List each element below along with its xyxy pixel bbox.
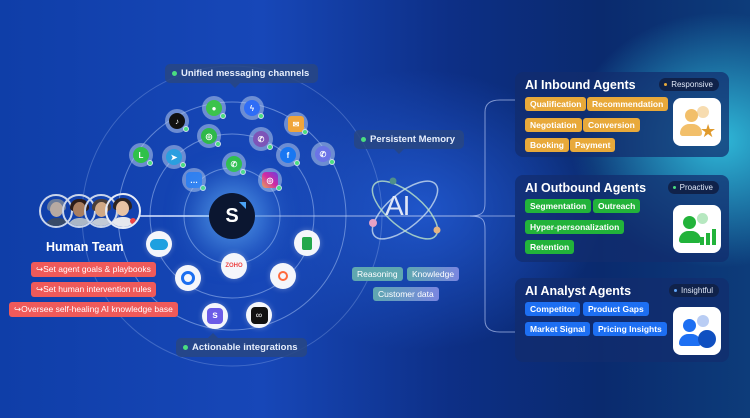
actionable-integrations-text: Actionable integrations: [192, 342, 298, 353]
hub-letter: S: [225, 204, 239, 227]
wechat-icon[interactable]: ◎: [197, 124, 221, 148]
squarespace-icon[interactable]: ∞: [246, 302, 272, 328]
google-sheets-icon[interactable]: [294, 230, 320, 256]
chat-bubble-icon[interactable]: …: [182, 168, 206, 192]
tag: Qualification: [525, 97, 587, 111]
tag: Negotiation: [525, 118, 582, 132]
card-outbound-agents: AI Outbound Agents Proactive Segmentatio…: [515, 175, 729, 262]
line-icon[interactable]: L: [129, 143, 153, 167]
inbound-agents-icon: ★: [673, 98, 721, 146]
viber-icon[interactable]: ✆: [249, 127, 273, 151]
card-analyst-agents: AI Analyst Agents Insightful Competitor …: [515, 278, 729, 362]
outbound-agents-icon: [673, 205, 721, 253]
badge-responsive: Responsive: [659, 78, 719, 91]
telegram-icon[interactable]: ➤: [162, 145, 186, 169]
ai-core-logo: AI: [385, 190, 410, 221]
human-team-title: Human Team: [46, 240, 124, 254]
chip-reasoning: Reasoning: [352, 267, 403, 281]
analyst-agents-icon: [673, 307, 721, 355]
tag: Hyper-personalization: [525, 220, 625, 234]
persistent-memory-text: Persistent Memory: [370, 134, 456, 145]
badge-insightful: Insightful: [668, 284, 719, 297]
badge-proactive: Proactive: [667, 181, 719, 194]
phone-icon[interactable]: ✆: [311, 142, 335, 166]
instagram-icon[interactable]: ◎: [258, 168, 282, 192]
messenger-icon[interactable]: ϟ: [240, 96, 264, 120]
tag: Competitor: [525, 302, 581, 316]
tag: Retention: [525, 240, 575, 254]
tag: Conversion: [583, 118, 640, 132]
chip-knowledge: Knowledge: [407, 267, 460, 281]
messaging-channels-text: Unified messaging channels: [181, 68, 310, 79]
email-icon[interactable]: ✉: [284, 112, 308, 136]
whatsapp-icon[interactable]: ✆: [222, 152, 246, 176]
facebook-icon[interactable]: f: [276, 143, 300, 167]
calendly-icon[interactable]: [175, 265, 201, 291]
salesforce-icon[interactable]: [146, 231, 172, 257]
tag: Pricing Insights: [593, 322, 667, 336]
actionable-integrations-label: Actionable integrations: [176, 333, 307, 357]
card-title: AI Analyst Agents: [525, 284, 632, 298]
card-inbound-agents: AI Inbound Agents Responsive Qualificati…: [515, 72, 729, 157]
team-avatar-1: [39, 194, 73, 228]
tag: Market Signal: [525, 322, 591, 336]
chip-customer-data: Customer data: [373, 287, 439, 301]
tag: Outreach: [593, 199, 641, 213]
hubspot-icon[interactable]: [270, 263, 296, 289]
messaging-channels-label: Unified messaging channels: [165, 64, 319, 88]
tag: Payment: [570, 138, 616, 152]
imessage-icon[interactable]: ●: [202, 96, 226, 120]
team-task-2: ↪Set human intervention rules: [31, 282, 157, 297]
card-title: AI Inbound Agents: [525, 78, 636, 92]
card-title: AI Outbound Agents: [525, 181, 647, 195]
team-task-1: ↪Set agent goals & playbooks: [31, 262, 156, 277]
tag: Booking: [525, 138, 569, 152]
team-task-3: ↪Oversee self-healing AI knowledge base: [9, 302, 178, 317]
hub-logo: S: [209, 193, 255, 239]
tag: Recommendation: [587, 97, 669, 111]
zoho-icon[interactable]: ZOHO: [221, 253, 247, 279]
hub-corner-icon: [239, 202, 246, 209]
tiktok-icon[interactable]: ♪: [165, 109, 189, 133]
tag: Segmentation: [525, 199, 592, 213]
tag: Product Gaps: [583, 302, 649, 316]
team-avatar-4: [105, 193, 141, 229]
stripe-icon[interactable]: s: [202, 303, 228, 329]
persistent-memory-label: Persistent Memory: [354, 130, 465, 154]
